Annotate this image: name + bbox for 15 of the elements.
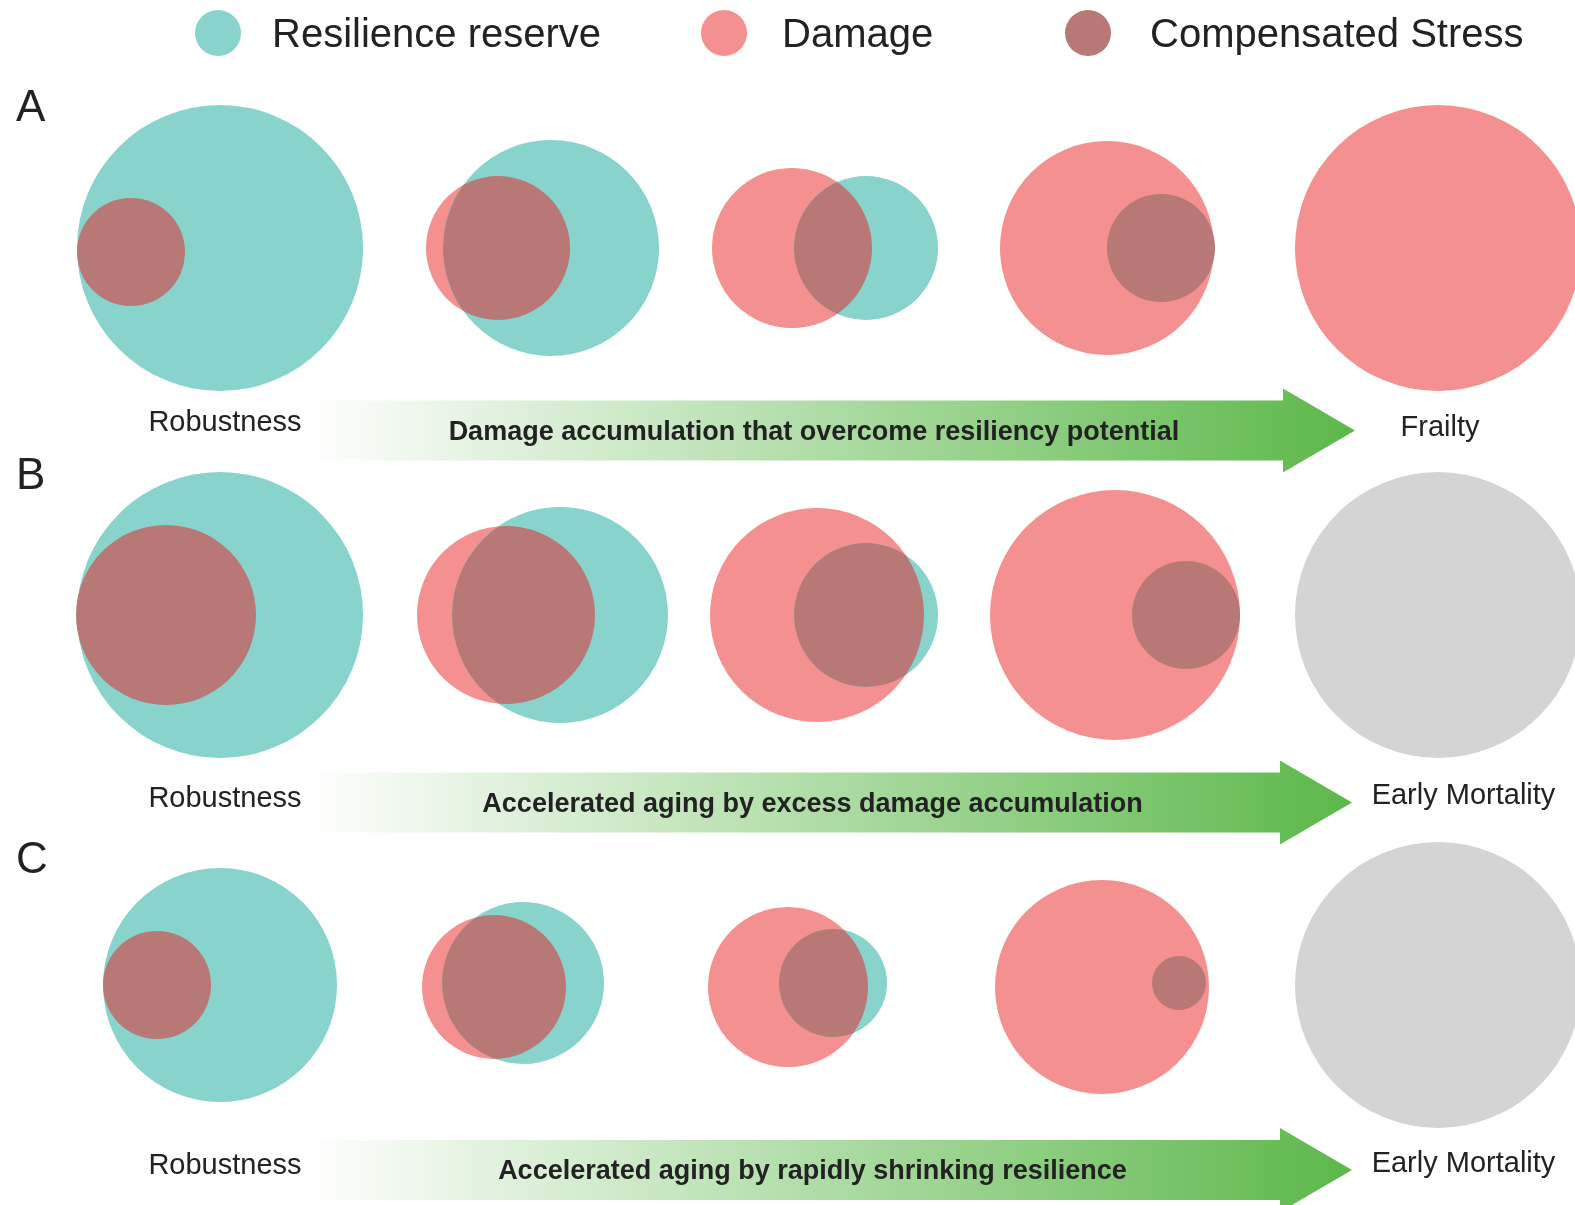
legend-label: Resilience reserve bbox=[272, 10, 602, 56]
stage-label: Robustness bbox=[147, 1147, 303, 1182]
stage-label: Early Mortality bbox=[1370, 1145, 1557, 1180]
legend-label: Compensated Stress bbox=[1150, 10, 1524, 56]
panel-letter: B bbox=[16, 450, 46, 498]
edge-label: Accelerated aging by rapidly shrinking resilience bbox=[497, 1154, 1128, 1187]
panel-letter: C bbox=[16, 834, 48, 882]
legend-label: Damage bbox=[782, 10, 934, 56]
stage-label: Early Mortality bbox=[1370, 777, 1557, 812]
stage-label: Frailty bbox=[1399, 409, 1481, 444]
stage-label: Robustness bbox=[147, 780, 303, 815]
panel-letter: A bbox=[16, 82, 46, 130]
stage-label: Robustness bbox=[147, 404, 303, 439]
edge-label: Damage accumulation that overcome resiliency potential bbox=[447, 414, 1181, 448]
edge-label: Accelerated aging by excess damage accumulation bbox=[481, 786, 1144, 820]
